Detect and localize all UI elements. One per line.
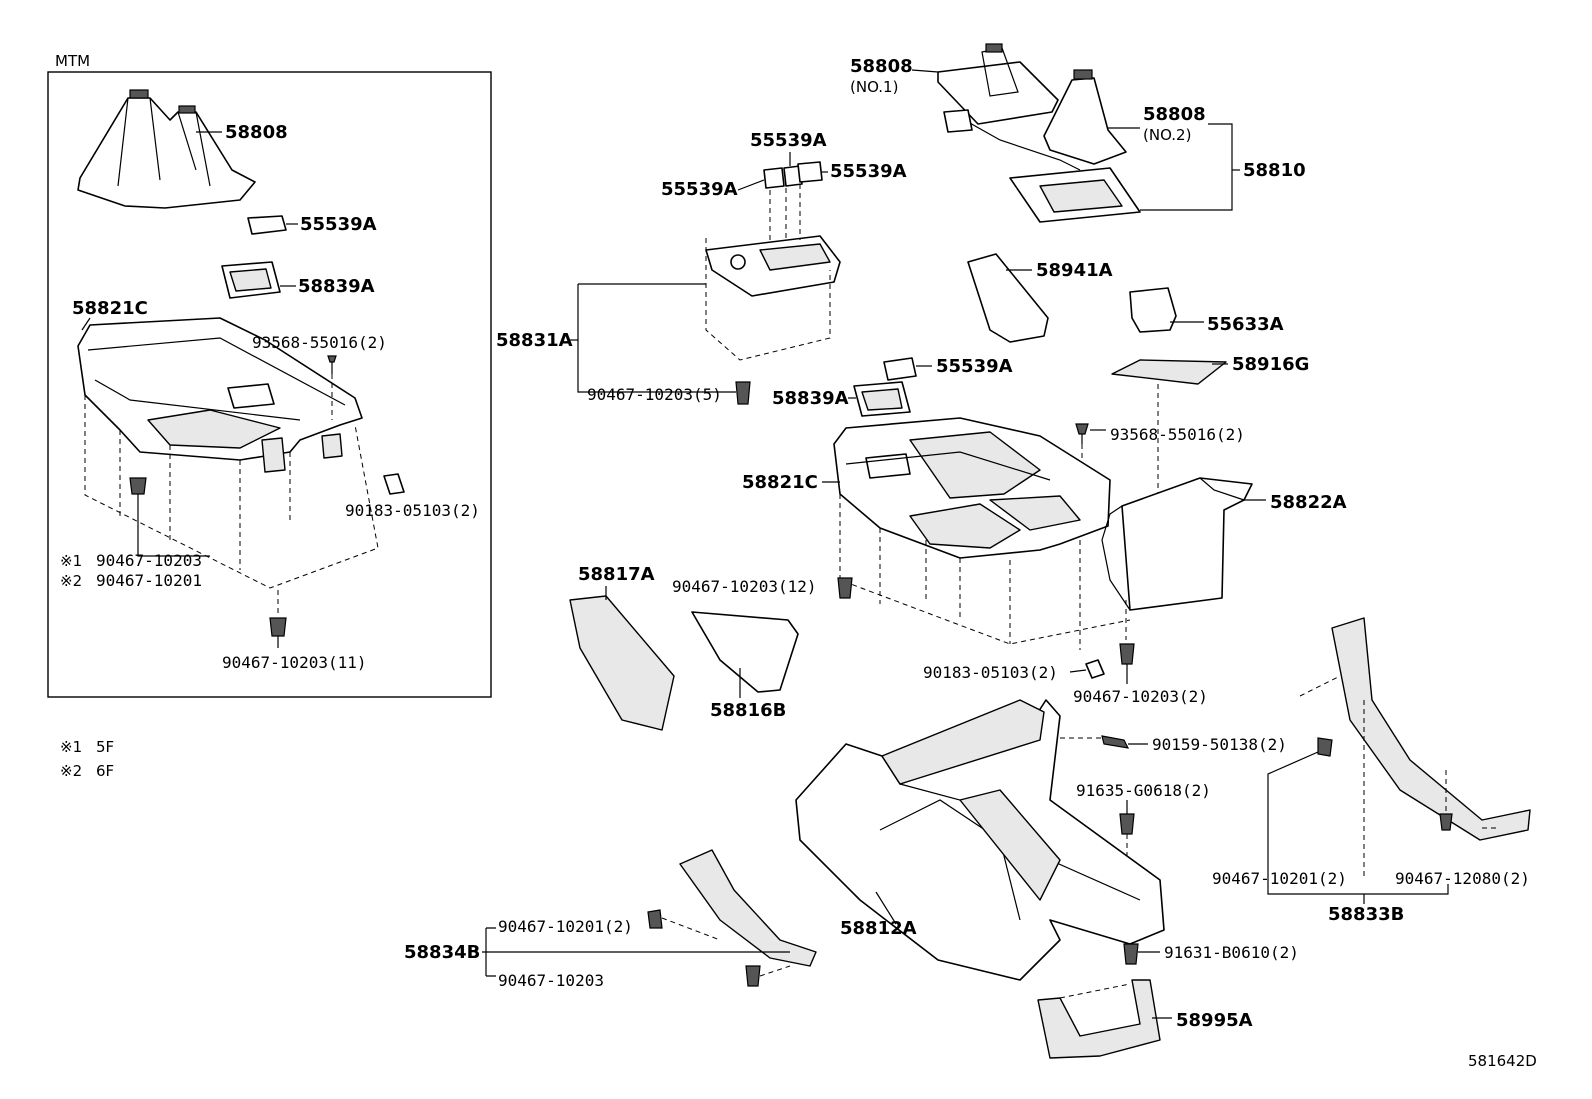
inset-panel-shape [77, 317, 363, 473]
nut-shape [1085, 659, 1105, 679]
label-boot-no1: 58808 [850, 56, 913, 77]
label-trim-r: 58833B [1328, 904, 1404, 925]
label-console: 58812A [840, 918, 917, 939]
diagram-id: 581642D [1468, 1052, 1537, 1070]
label-clip-l1: 90467-10201(2) [498, 917, 633, 936]
label-clip5: 90467-10203(5) [587, 385, 722, 404]
label-side-panel: 58817A [578, 564, 655, 585]
label-bolt2: 91635-G0618(2) [1076, 781, 1211, 800]
inset-frame [47, 71, 492, 698]
label-boot-no2-sub: (NO.2) [1143, 126, 1191, 144]
label-screw: 93568-55016(2) [1110, 425, 1245, 444]
label-bezel: 58839A [772, 388, 849, 409]
inset-marker-1: ※1 [60, 552, 82, 570]
label-switch-base: 58831A [496, 330, 573, 351]
switch-base-shape [705, 235, 841, 297]
legend-text-2: 6F [96, 762, 114, 780]
label-panel: 58821C [742, 472, 818, 493]
inset-boot-shape [77, 89, 256, 209]
panel-shape [833, 417, 1111, 559]
label-clip12: 90467-10203(12) [672, 577, 817, 596]
label-holder: 55633A [1207, 314, 1284, 335]
screw-shape [1075, 423, 1089, 435]
legend: ※1 5F ※2 6F [60, 738, 114, 780]
label-nut: 90183-05103(2) [923, 663, 1058, 682]
inset-screw-shape [327, 355, 337, 363]
knob-shape [967, 253, 1049, 343]
label-cap-top: 55539A [750, 130, 827, 151]
inset-label-bezel: 58839A [298, 276, 375, 297]
inset-mtm: MTM 58808 55539A 58839A 58821C [47, 52, 492, 698]
inset-label-nut: 90183-05103(2) [345, 501, 480, 520]
inset-label-screw: 93568-55016(2) [252, 333, 387, 352]
label-boot-no2: 58808 [1143, 104, 1206, 125]
inset-label-clip-c: 90467-10203(11) [222, 653, 367, 672]
label-bracket: 58995A [1176, 1010, 1253, 1031]
inset-label-clip-b: 90467-10201 [96, 571, 202, 590]
inset-label-cap: 55539A [300, 214, 377, 235]
inset-label-clip-a: 90467-10203 [96, 551, 202, 570]
boot-no1-shape [937, 61, 1059, 125]
bracket-shape [1037, 979, 1161, 1059]
label-boot-no1-sub: (NO.1) [850, 78, 898, 96]
label-clip2: 90467-10203(2) [1073, 687, 1208, 706]
label-bolt3: 91631-B0610(2) [1164, 943, 1299, 962]
clip-r2-shape [1439, 813, 1453, 831]
clip12-shape [837, 577, 853, 599]
bolt2-shape [1119, 813, 1135, 835]
bolt3-shape [1123, 943, 1139, 965]
label-cap-right: 55539A [830, 161, 907, 182]
inset-marker-2: ※2 [60, 572, 82, 590]
inset-clip-shape [129, 477, 147, 495]
cover-shape [691, 611, 799, 693]
bolt1-shape [1101, 735, 1130, 749]
inset-label-boot: 58808 [225, 122, 288, 143]
label-cap-mid: 55539A [936, 356, 1013, 377]
clip2-shape [1119, 643, 1135, 665]
boot-no2-shape [1043, 77, 1127, 165]
legend-marker-1: ※1 [60, 738, 82, 756]
inset-cap-shape [247, 215, 287, 235]
label-clip-r1: 90467-10201(2) [1212, 869, 1347, 888]
label-clip-r2: 90467-12080(2) [1395, 869, 1530, 888]
clip-r1-shape [1317, 737, 1333, 757]
side-panel-shape [569, 595, 675, 731]
label-mat: 58916G [1232, 354, 1309, 375]
trim-l-shape [679, 849, 817, 967]
cap-left-shape [763, 167, 785, 189]
label-cover: 58816B [710, 700, 786, 721]
clip5-shape [735, 381, 751, 405]
inset-nut-shape [383, 473, 405, 495]
legend-marker-2: ※2 [60, 762, 82, 780]
harness-connector-shape [943, 109, 973, 133]
cap-right-shape [797, 161, 823, 183]
label-cap-left: 55539A [661, 179, 738, 200]
cap-mid-shape [883, 357, 917, 381]
main-diagram: 58808 (NO.1) 58808 (NO.2) 58810 55539A 5… [404, 43, 1531, 1059]
inset-label-panel: 58821C [72, 298, 148, 319]
mat-shape [1111, 359, 1227, 385]
box-shape [1101, 477, 1253, 611]
cap-top-shape [783, 165, 803, 187]
inset-clip-bottom-shape [269, 617, 287, 637]
label-knob: 58941A [1036, 260, 1113, 281]
label-assy: 58810 [1243, 160, 1306, 181]
clip-l2-shape [745, 965, 761, 987]
inset-title: MTM [55, 52, 90, 70]
label-trim-l: 58834B [404, 942, 480, 963]
holder-shape [1129, 287, 1177, 333]
legend-text-1: 5F [96, 738, 114, 756]
label-box: 58822A [1270, 492, 1347, 513]
console-shape [795, 699, 1165, 981]
clip-l1-shape [647, 909, 663, 929]
trim-r-shape [1331, 617, 1531, 841]
label-bolt1: 90159-50138(2) [1152, 735, 1287, 754]
label-clip-l2: 90467-10203 [498, 971, 604, 990]
